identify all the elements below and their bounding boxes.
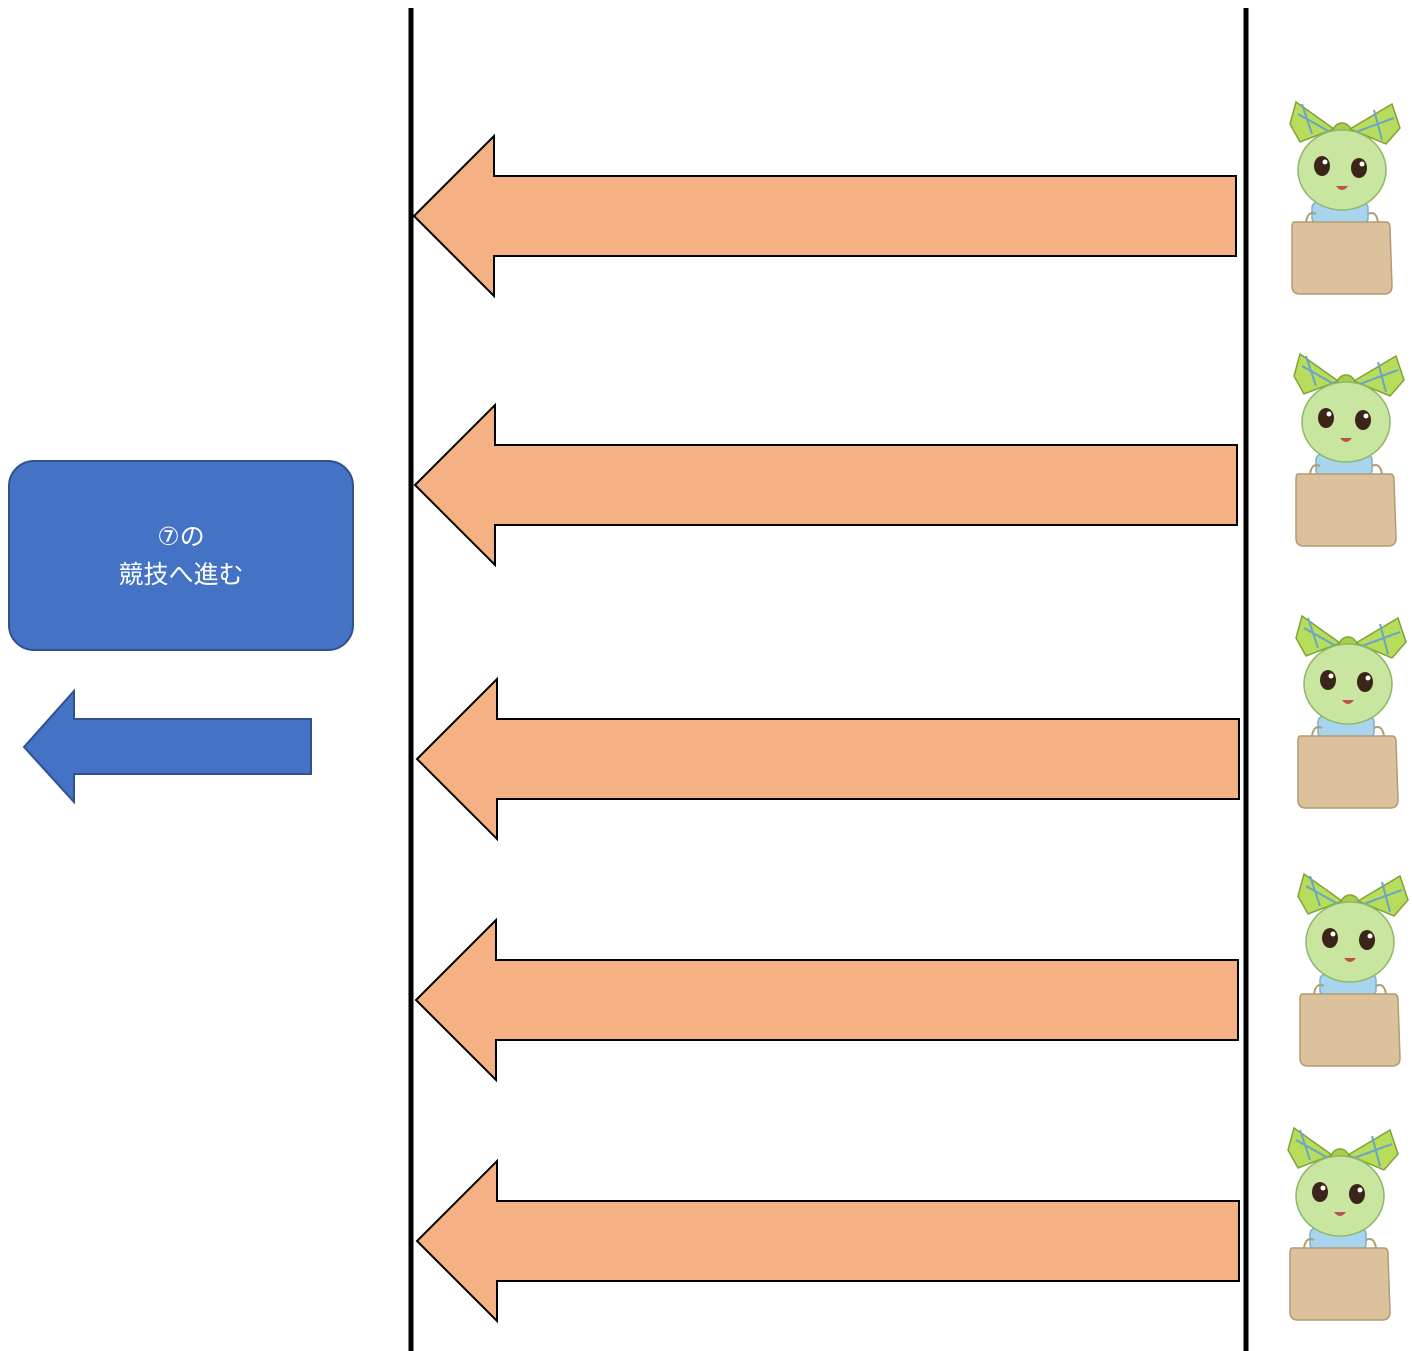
lane-arrow bbox=[412, 133, 1237, 299]
lane-arrow bbox=[413, 402, 1238, 568]
mascot-in-bag-icon bbox=[1293, 353, 1405, 547]
mascot-in-bag-icon bbox=[1287, 1127, 1399, 1321]
mascot-in-bag-icon bbox=[1297, 873, 1409, 1067]
lane-arrow bbox=[414, 917, 1239, 1083]
proceed-instruction-box: ⑦の 競技へ進む bbox=[8, 460, 354, 651]
mascot-in-bag-icon bbox=[1295, 615, 1407, 809]
instruction-line-2: 競技へ進む bbox=[118, 559, 244, 589]
instruction-line-1: ⑦の bbox=[157, 521, 205, 551]
lane-arrow bbox=[415, 676, 1240, 842]
lane-arrow bbox=[415, 1158, 1240, 1324]
exit-arrow bbox=[22, 688, 312, 805]
mascot-in-bag-icon bbox=[1289, 101, 1401, 295]
